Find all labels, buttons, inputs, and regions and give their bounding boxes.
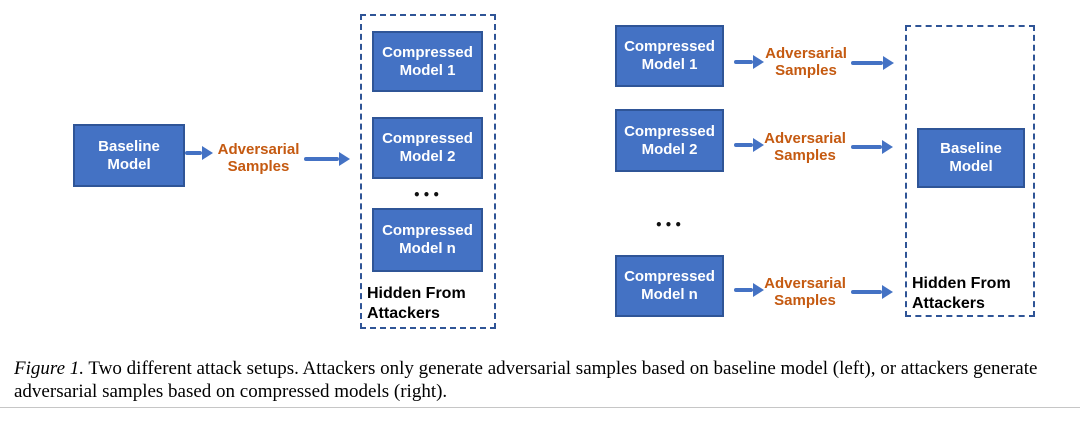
arrow-head-icon: [753, 138, 764, 152]
hidden-from-attackers-dashed-box-left: [360, 14, 496, 329]
adversarial-samples-label-right-n: Adversarial Samples: [764, 275, 846, 309]
arrow-shaft: [304, 157, 339, 161]
arrow-head-icon: [753, 283, 764, 297]
arrow-head-icon: [882, 140, 893, 154]
figure-caption-line2: adversarial samples based on compressed …: [14, 381, 448, 402]
compressed-model-n-box-left: Compressed Model n: [372, 208, 483, 272]
arrow-compressed1-to-adversarial-right: [734, 55, 764, 69]
arrow-shaft: [851, 145, 882, 149]
section-divider-line: [0, 407, 1080, 408]
compressed-model-2-box-right: Compressed Model 2: [615, 109, 724, 172]
figure-caption-text: Two different attack setups. Attackers o…: [84, 358, 1038, 379]
arrow-adversarial2-to-baseline-right: [851, 140, 893, 154]
baseline-model-box-left: Baseline Model: [73, 124, 185, 187]
arrow-head-icon: [339, 152, 350, 166]
arrow-compressed2-to-adversarial-right: [734, 138, 764, 152]
compressed-model-2-box-left: Compressed Model 2: [372, 117, 483, 179]
figure-caption-number: Figure 1.: [14, 358, 85, 379]
arrow-shaft: [734, 60, 753, 64]
arrow-shaft: [851, 290, 882, 294]
arrow-head-icon: [202, 146, 213, 160]
arrow-shaft: [185, 151, 202, 155]
hidden-from-attackers-dashed-box-right: [905, 25, 1035, 317]
arrow-head-icon: [753, 55, 764, 69]
adversarial-samples-label-left: Adversarial Samples: [217, 141, 300, 175]
figure-caption: Figure 1. Two different attack setups. A…: [14, 357, 1080, 403]
hidden-from-attackers-label-left: Hidden From Attackers: [367, 285, 466, 322]
ellipsis-right: •••: [654, 218, 684, 232]
compressed-model-n-box-right: Compressed Model n: [615, 255, 724, 317]
adversarial-samples-label-right-2: Adversarial Samples: [764, 130, 846, 164]
arrow-adversarial1-to-baseline-right: [851, 56, 894, 70]
adversarial-samples-label-right-1: Adversarial Samples: [765, 45, 847, 79]
baseline-model-box-right: Baseline Model: [917, 128, 1025, 188]
arrow-adversarialn-to-baseline-right: [851, 285, 893, 299]
arrow-adversarial-to-compressed-left: [304, 152, 350, 166]
arrow-head-icon: [883, 56, 894, 70]
arrow-baseline-to-adversarial-left: [185, 146, 213, 160]
arrow-compressedn-to-adversarial-right: [734, 283, 764, 297]
arrow-shaft: [734, 143, 753, 147]
hidden-from-attackers-label-right: Hidden From Attackers: [912, 275, 1011, 312]
figure-caption-line1: Figure 1. Two different attack setups. A…: [14, 357, 1080, 380]
ellipsis-left: •••: [412, 188, 442, 202]
arrow-shaft: [734, 288, 753, 292]
compressed-model-1-box-right: Compressed Model 1: [615, 25, 724, 87]
compressed-model-1-box-left: Compressed Model 1: [372, 31, 483, 92]
arrow-shaft: [851, 61, 883, 65]
arrow-head-icon: [882, 285, 893, 299]
